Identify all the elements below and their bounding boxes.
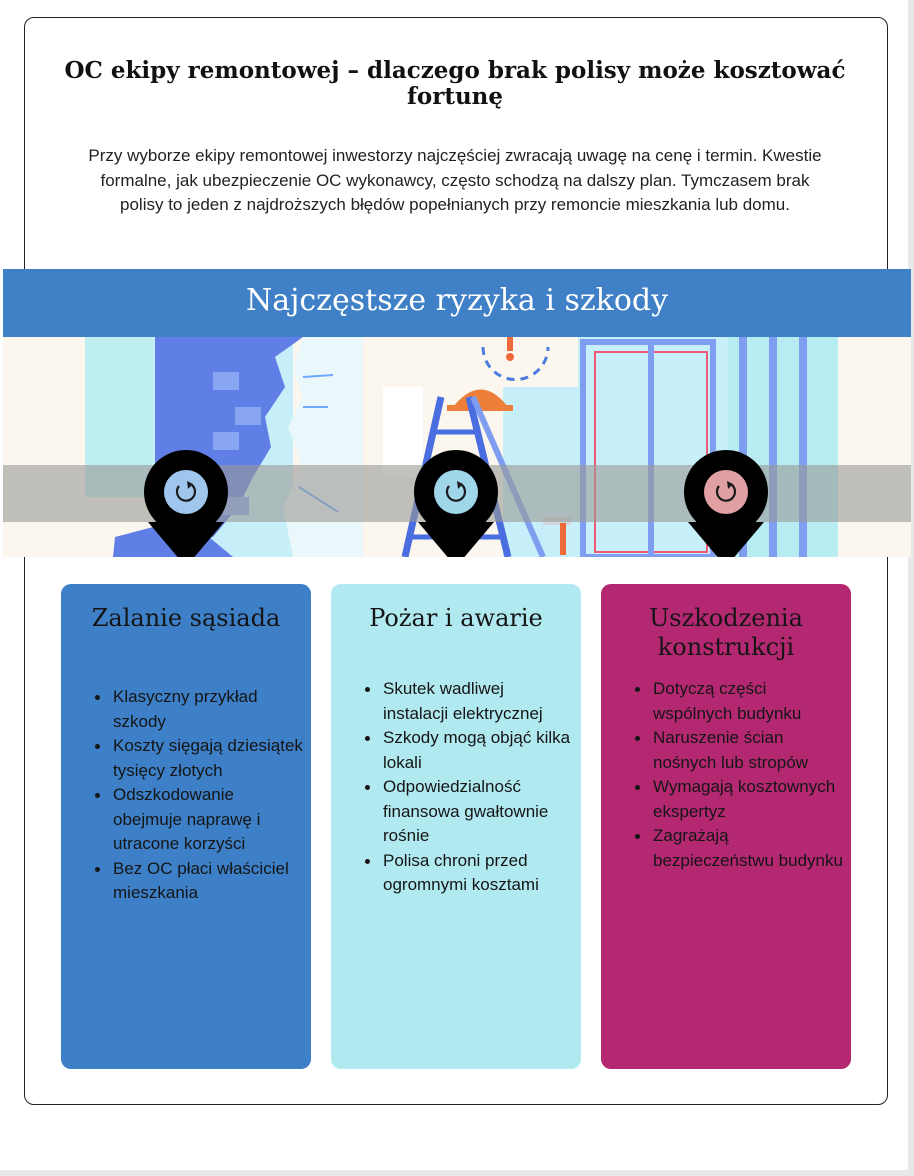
list-item: Polisa chroni przed ogromnymi kosztami (365, 849, 573, 898)
list-item: Dotyczą części wspólnych budynku (635, 677, 843, 726)
card-list: Skutek wadliwej instalacji elektrycznej … (353, 677, 573, 898)
list-item: Klasyczny przykład szkody (95, 685, 303, 734)
pin-marker-1 (144, 450, 228, 557)
section-title: Najczęstsze ryzyka i szkody (245, 283, 669, 318)
renovation-scene-image (3, 337, 911, 557)
list-item: Naruszenie ścian nośnych lub stropów (635, 726, 843, 775)
card-title: Pożar i awarie (369, 604, 543, 632)
list-item: Bez OC płaci właściciel mieszkania (95, 857, 303, 906)
list-item: Szkody mogą objąć kilka lokali (365, 726, 573, 775)
risk-card-flooding: Zalanie sąsiada Klasyczny przykład szkod… (61, 584, 311, 1069)
card-list: Dotyczą części wspólnych budynku Narusze… (623, 677, 843, 873)
renovation-illustration (3, 337, 911, 557)
card-list: Klasyczny przykład szkody Koszty sięgają… (83, 685, 303, 906)
list-item: Odpowiedzialność finansowa gwałtownie ro… (365, 775, 573, 849)
card-title: Uszkodzenia konstrukcji (649, 604, 803, 661)
intro-paragraph: Przy wyborze ekipy remontowej inwestorzy… (88, 146, 822, 214)
list-item: Koszty sięgają dziesiątek tysięcy złotyc… (95, 734, 303, 783)
card-title: Zalanie sąsiada (91, 604, 281, 632)
pin-marker-3 (684, 450, 768, 557)
pin-marker-2 (414, 450, 498, 557)
risk-card-structure: Uszkodzenia konstrukcji Dotyczą części w… (601, 584, 851, 1069)
list-item: Zagrażają bezpieczeństwu budynku (635, 824, 843, 873)
risk-card-fire: Pożar i awarie Skutek wadliwej instalacj… (331, 584, 581, 1069)
section-banner: Najczęstsze ryzyka i szkody (3, 269, 911, 337)
list-item: Odszkodowanie obejmuje naprawę i utracon… (95, 783, 303, 857)
list-item: Wymagają kosztownych ekspertyz (635, 775, 843, 824)
page-title: OC ekipy remontowej – dlaczego brak poli… (64, 57, 846, 110)
list-item: Skutek wadliwej instalacji elektrycznej (365, 677, 573, 726)
